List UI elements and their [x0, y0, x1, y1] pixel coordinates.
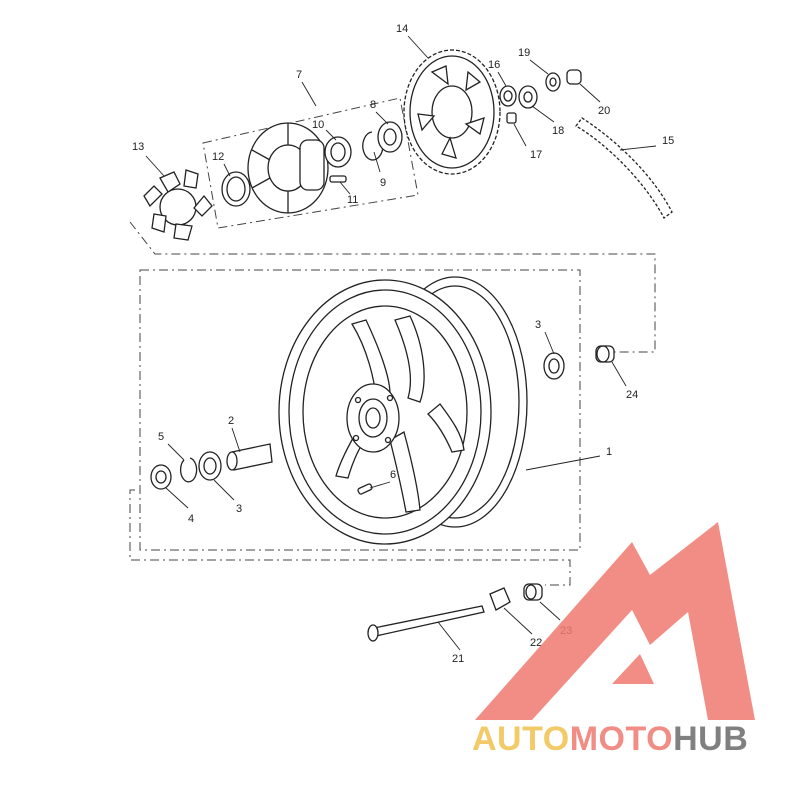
callout-label: 5	[158, 431, 164, 443]
callout-label: 10	[312, 119, 324, 131]
callout-label: 3	[535, 319, 541, 331]
callout-label: 16	[488, 59, 500, 71]
carrier-bearing	[324, 136, 352, 168]
callout-label: 7	[296, 69, 302, 81]
callout-label: 3	[236, 503, 242, 515]
sprocket-spacer	[499, 85, 517, 107]
chain-adjuster	[489, 587, 511, 611]
small-washer	[545, 72, 561, 92]
assembly-outlines	[129, 97, 656, 586]
axle-assembly-outline	[129, 489, 571, 586]
leader-lines	[145, 35, 657, 651]
wheel-group-outline	[139, 269, 581, 551]
rear-wheel	[278, 276, 528, 545]
spacer-tube	[226, 443, 273, 471]
carrier-spacer	[377, 121, 403, 153]
callout-label: 21	[452, 653, 464, 665]
right-spacer	[595, 345, 615, 363]
callout-label: 20	[598, 105, 610, 117]
logo-mark-inner-cut	[612, 654, 654, 684]
callout-label: 11	[347, 194, 358, 206]
wheel-spindle	[367, 605, 485, 642]
callout-label: 8	[370, 99, 376, 111]
watermark-logo: AUTOMOTOHUB	[472, 522, 755, 758]
callout-labels: 1 2 3 3 4 5 6 7 8 9 10 11 12 13 14 15 16…	[132, 23, 674, 665]
tyre-valve	[357, 483, 373, 495]
callout-label: 2	[228, 415, 234, 427]
callout-label: 22	[530, 637, 542, 649]
sprocket-carrier	[247, 122, 329, 214]
callout-label: 17	[530, 149, 542, 161]
cush-drive-rubbers	[143, 169, 213, 241]
hub-nut	[566, 69, 582, 85]
callout-label: 4	[188, 513, 194, 525]
callout-label: 18	[552, 125, 564, 137]
callout-label: 24	[626, 389, 638, 401]
sprocket-washer	[518, 85, 538, 109]
logo-mark	[475, 522, 755, 720]
left-circlip	[179, 457, 198, 483]
callout-label: 9	[380, 177, 386, 189]
sprocket-nut	[506, 112, 517, 124]
callout-label: 14	[396, 23, 408, 35]
callout-label: 1	[606, 446, 612, 458]
left-wheel-bearing	[198, 451, 222, 481]
callout-label: 12	[212, 151, 224, 163]
rear-sprocket	[403, 49, 501, 175]
callout-label: 19	[518, 47, 530, 59]
o-ring	[221, 171, 251, 207]
right-wheel-bearing	[543, 352, 565, 380]
drive-chain	[575, 117, 673, 219]
callout-label: 13	[132, 141, 144, 153]
callout-label: 6	[390, 469, 396, 481]
wheel-assembly-outline	[129, 221, 656, 353]
callout-label: 15	[662, 135, 674, 147]
stud	[329, 175, 347, 183]
left-seal	[150, 464, 172, 490]
watermark-text: AUTOMOTOHUB	[472, 720, 748, 758]
axle-spacer	[523, 583, 543, 601]
hub-assembly-outline	[202, 97, 419, 229]
